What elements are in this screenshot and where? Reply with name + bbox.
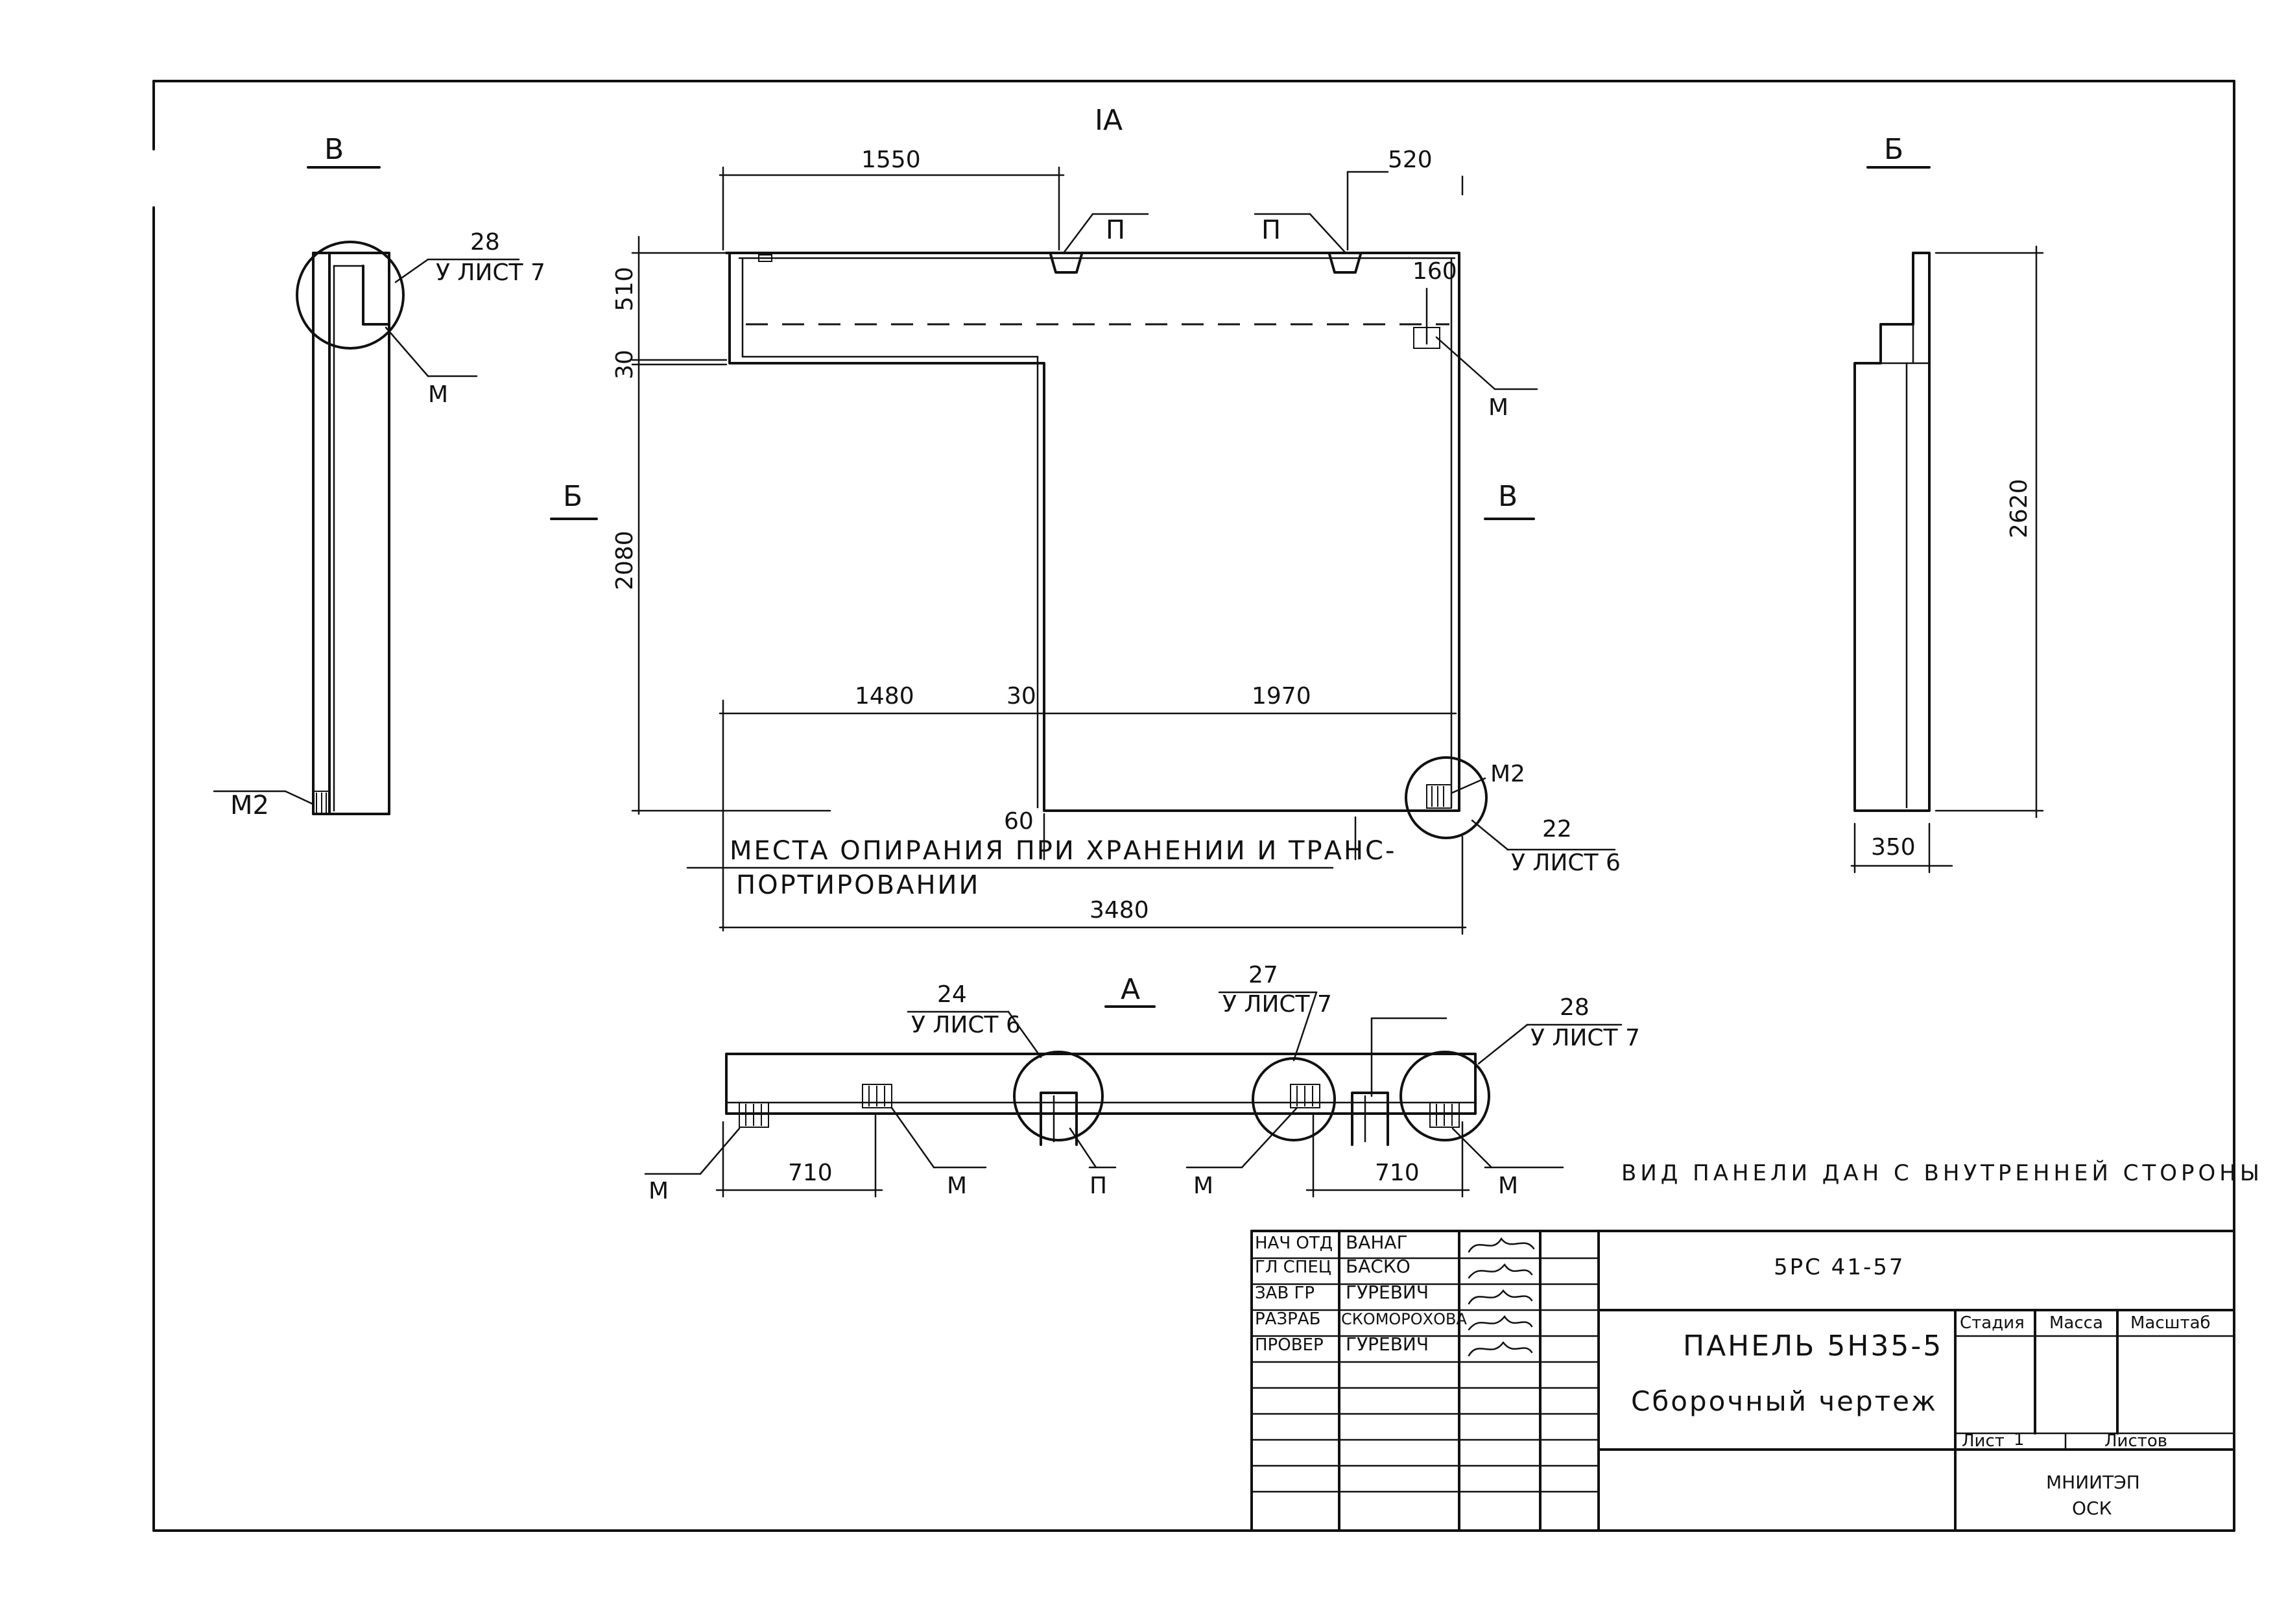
callout-22-num: 22 bbox=[1542, 816, 1572, 842]
sheet-label: Лист bbox=[1962, 1431, 2005, 1451]
view-note: ВИД ПАНЕЛИ ДАН С ВНУТРЕННЕЙ СТОРОНЫ bbox=[1621, 1160, 2263, 1186]
section-v-title: В bbox=[324, 133, 344, 166]
mass-label: Масса bbox=[2049, 1313, 2103, 1333]
detail-circle-28-bottom bbox=[1399, 1051, 1490, 1141]
dim-1550: 1550 bbox=[861, 147, 921, 173]
role-3: РАЗРАБ bbox=[1255, 1309, 1320, 1329]
callout-27-num: 27 bbox=[1248, 962, 1278, 988]
sheet-number: 1 bbox=[2014, 1430, 2025, 1450]
sheets-label: Листов bbox=[2104, 1431, 2167, 1451]
dim-30-mid: 30 bbox=[1006, 683, 1036, 710]
mark-m2-main: М2 bbox=[1490, 761, 1525, 787]
dim-1480: 1480 bbox=[855, 683, 914, 710]
dim-710-left: 710 bbox=[788, 1160, 833, 1186]
drawing-code: 5РС 41-57 bbox=[1774, 1254, 1905, 1280]
callout-28-sheet: У ЛИСТ 7 bbox=[436, 259, 545, 286]
callout-22-sheet: У ЛИСТ 6 bbox=[1511, 850, 1621, 876]
section-b-title: Б bbox=[1884, 133, 1903, 166]
view-a-m-4: М bbox=[1498, 1173, 1518, 1199]
signatures bbox=[1468, 1237, 1535, 1357]
dim-2620: 2620 bbox=[2006, 479, 2032, 538]
dim-1970: 1970 bbox=[1252, 683, 1311, 710]
dim-3480: 3480 bbox=[1089, 897, 1149, 924]
label-p-2: П bbox=[1261, 215, 1281, 245]
mark-m-left: М bbox=[428, 381, 448, 408]
mark-m2-left: М2 bbox=[230, 791, 269, 820]
role-1: ГЛ СПЕЦ bbox=[1255, 1258, 1331, 1277]
dim-30-left: 30 bbox=[612, 350, 638, 379]
dim-520: 520 bbox=[1388, 147, 1433, 173]
scale-label: Масштаб bbox=[2130, 1313, 2211, 1333]
dim-60: 60 bbox=[1004, 808, 1034, 835]
name-0: ВАНАГ bbox=[1346, 1232, 1408, 1253]
callout-24-sheet: У ЛИСТ 6 bbox=[911, 1012, 1021, 1038]
detail-circle-24 bbox=[1013, 1051, 1104, 1141]
detail-circle-27 bbox=[1252, 1057, 1336, 1141]
callout-28-num: 28 bbox=[470, 229, 500, 256]
label-p-1: П bbox=[1106, 215, 1125, 245]
stage-label: Стадия bbox=[1960, 1313, 2025, 1333]
callout-27-sheet: У ЛИСТ 7 bbox=[1222, 991, 1332, 1018]
name-2: ГУРЕВИЧ bbox=[1346, 1282, 1429, 1303]
name-3: СКОМОРОХОВА bbox=[1341, 1310, 1467, 1328]
callout-24-num: 24 bbox=[937, 981, 967, 1008]
view-a-m-1: М bbox=[649, 1178, 669, 1204]
role-0: НАЧ ОТД bbox=[1255, 1234, 1333, 1253]
section-v-marker: В bbox=[1498, 480, 1518, 513]
org-line-2: ОСК bbox=[2072, 1498, 2112, 1519]
view-a-p: П bbox=[1089, 1173, 1107, 1199]
view-a-title: А bbox=[1121, 973, 1140, 1006]
dim-350: 350 bbox=[1871, 834, 1916, 861]
section-v-view: В 28 У ЛИСТ 7 М М2 bbox=[213, 133, 545, 820]
callout-28-bottom-sheet: У ЛИСТ 7 bbox=[1530, 1025, 1640, 1051]
view-arrow-a-label: IА bbox=[1095, 104, 1123, 137]
section-b-view: Б 2620 350 bbox=[1850, 133, 2044, 874]
title-block: НАЧ ОТД ГЛ СПЕЦ ЗАВ ГР РАЗРАБ ПРОВЕР ВАН… bbox=[1250, 1230, 2235, 1532]
callout-28-bottom-num: 28 bbox=[1560, 994, 1589, 1021]
org-line-1: МНИИТЭП bbox=[2046, 1472, 2140, 1493]
detail-circle-22 bbox=[1405, 756, 1488, 839]
dim-710-right: 710 bbox=[1375, 1160, 1420, 1186]
dim-160: 160 bbox=[1412, 258, 1457, 285]
detail-circle-28-side bbox=[296, 241, 405, 350]
section-b-marker: Б bbox=[563, 480, 582, 513]
view-a-m-2: М bbox=[947, 1173, 967, 1199]
name-1: БАСКО bbox=[1346, 1256, 1411, 1277]
support-note-line1: МЕСТА ОПИРАНИЯ ПРИ ХРАНЕНИИ И ТРАНС- bbox=[730, 836, 1396, 866]
mark-m-right: М bbox=[1488, 394, 1508, 421]
main-view: IА 1550 520 П П 510 30 2080 bbox=[550, 104, 1621, 935]
sheet-frame bbox=[152, 80, 2235, 1532]
dim-510: 510 bbox=[612, 267, 638, 311]
dim-2080: 2080 bbox=[612, 531, 638, 590]
role-2: ЗАВ ГР bbox=[1255, 1284, 1315, 1303]
view-a-m-3: М bbox=[1193, 1173, 1213, 1199]
view-a: А 24 У ЛИСТ 6 27 У ЛИСТ 7 bbox=[644, 962, 1640, 1204]
drawing-title-1: ПАНЕЛЬ 5Н35-5 bbox=[1683, 1330, 1943, 1363]
support-note-line2: ПОРТИРОВАНИИ bbox=[736, 870, 980, 900]
name-4: ГУРЕВИЧ bbox=[1346, 1333, 1429, 1355]
drawing-title-2: Сборочный чертеж bbox=[1631, 1385, 1938, 1417]
role-4: ПРОВЕР bbox=[1255, 1335, 1324, 1355]
